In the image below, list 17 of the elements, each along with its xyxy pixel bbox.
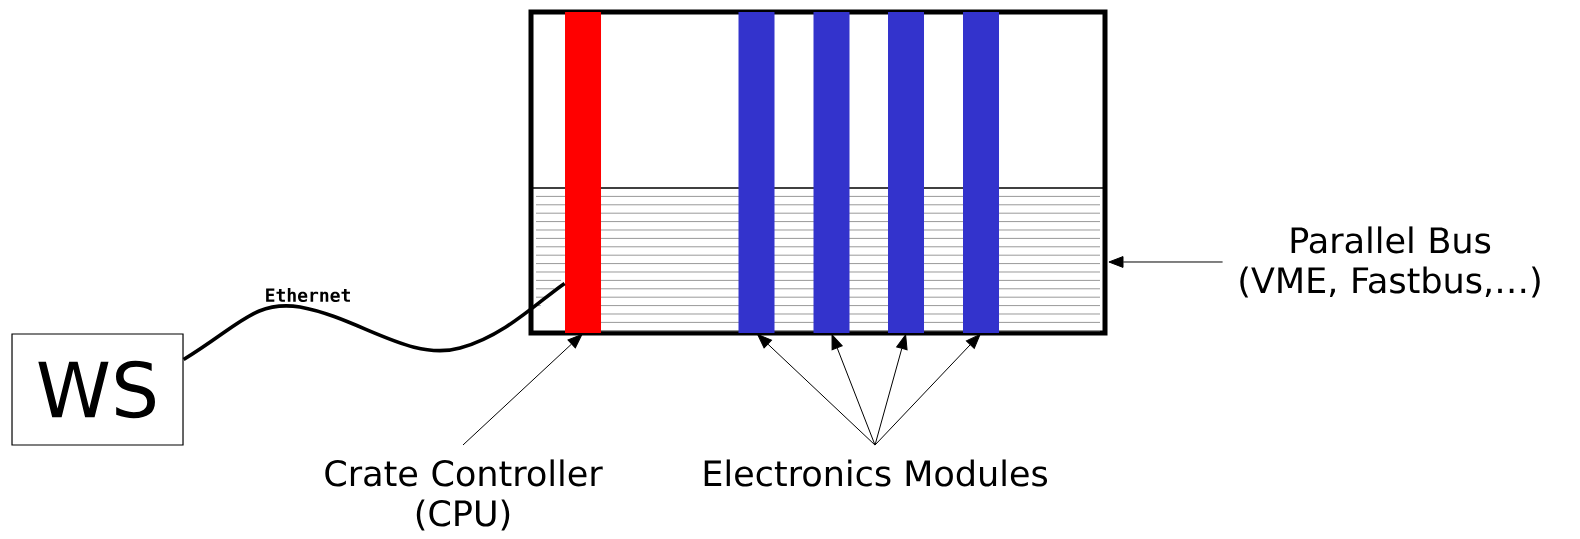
workstation-box: WS xyxy=(11,333,184,446)
callout-label: Crate Controller (CPU) xyxy=(325,459,603,531)
arrow xyxy=(462,333,583,446)
module-card xyxy=(963,12,999,333)
arrow xyxy=(874,334,908,446)
arrow xyxy=(831,334,876,446)
cable xyxy=(182,281,566,361)
arrow xyxy=(874,333,981,446)
edge-label: Ethernet xyxy=(262,286,354,304)
callout-label: Parallel Bus (VME, Fastbus,…) xyxy=(1240,226,1540,298)
arrow xyxy=(757,333,876,446)
callout-label: Electronics Modules xyxy=(704,459,1047,487)
module-card xyxy=(888,12,924,333)
module-card xyxy=(738,12,775,333)
arrow xyxy=(1108,256,1224,268)
module-card xyxy=(813,12,850,333)
module-card xyxy=(565,12,601,333)
